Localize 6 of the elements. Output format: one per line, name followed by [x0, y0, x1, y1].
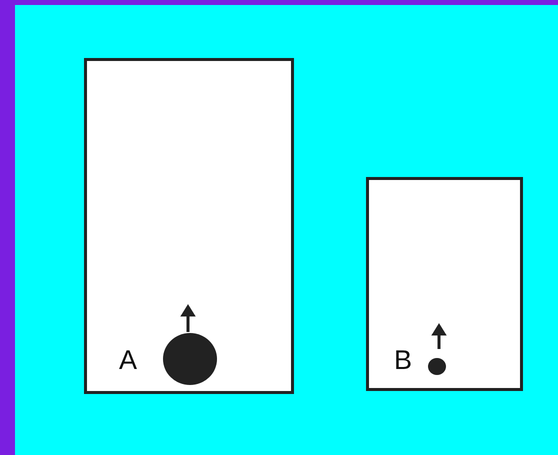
container-box [84, 58, 294, 394]
letter-label: B [394, 347, 412, 374]
ball [428, 358, 446, 375]
ball [163, 333, 217, 385]
letter-label: A [119, 347, 138, 374]
container-box [366, 177, 523, 391]
